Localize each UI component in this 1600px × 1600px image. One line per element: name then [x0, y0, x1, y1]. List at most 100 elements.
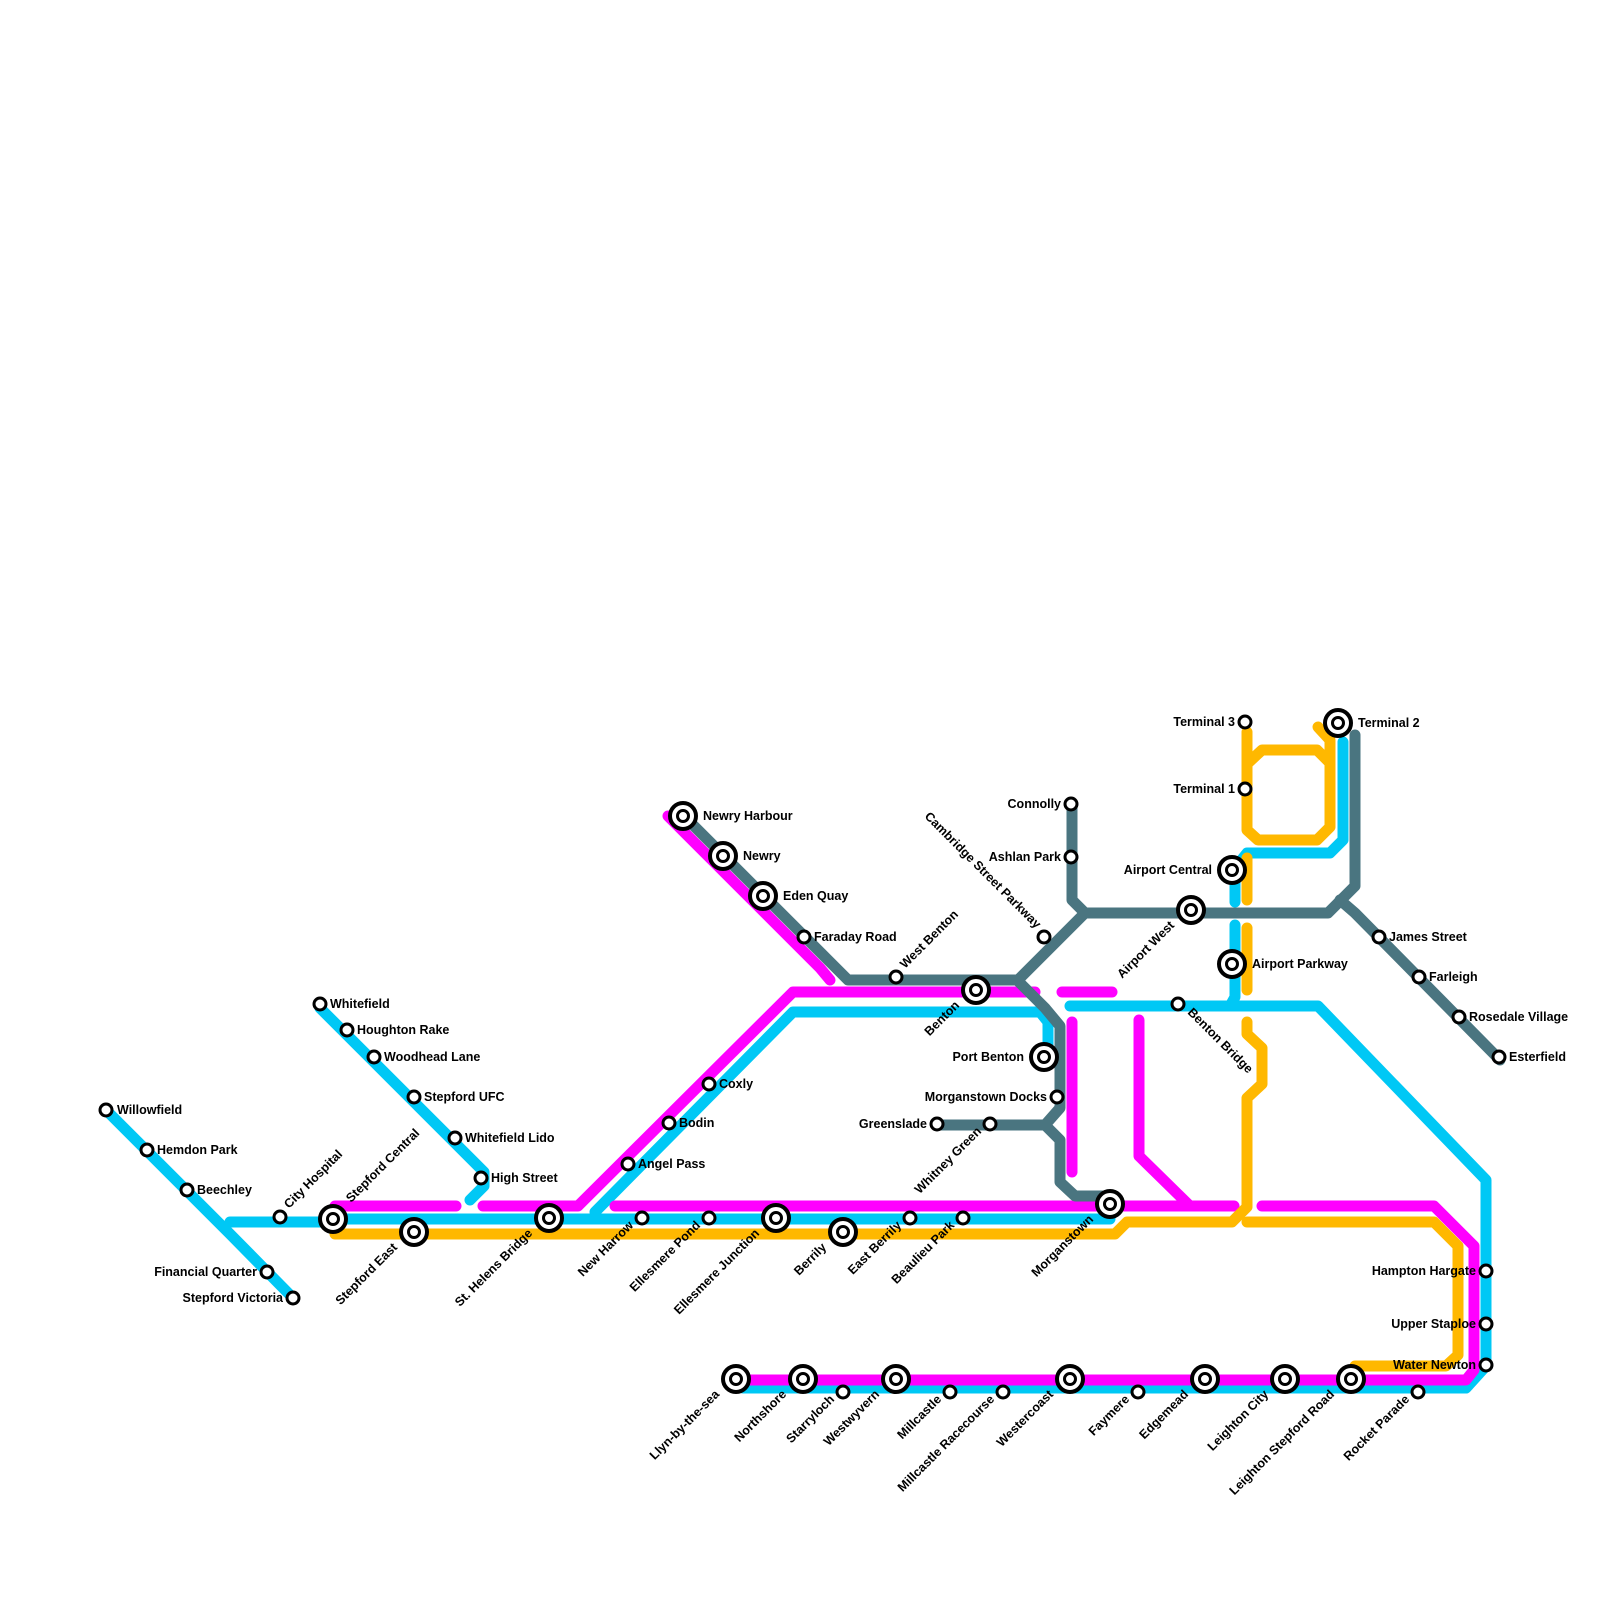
magenta-route-segment: [1133, 1014, 1196, 1212]
station-rocket-parade[interactable]: Rocket Parade: [1341, 1384, 1426, 1464]
station-label: Houghton Rake: [357, 1023, 449, 1037]
stop-marker: [366, 1049, 382, 1065]
station-label: Terminal 3: [1173, 715, 1235, 729]
station-label: Farleigh: [1429, 970, 1478, 984]
interchange-inner-ring: [326, 1212, 340, 1226]
station-whitefield-lido[interactable]: Whitefield Lido: [447, 1130, 555, 1146]
interchange-inner-ring: [1225, 863, 1239, 877]
station-terminal-2[interactable]: Terminal 2: [1323, 708, 1420, 738]
interchange-inner-ring: [969, 983, 983, 997]
stop-marker: [1063, 796, 1079, 812]
stop-marker: [1451, 1009, 1467, 1025]
station-newry[interactable]: Newry: [708, 841, 781, 871]
station-west-benton[interactable]: West Benton: [888, 907, 961, 985]
station-farleigh[interactable]: Farleigh: [1411, 969, 1478, 985]
station-faraday-road[interactable]: Faraday Road: [796, 929, 897, 945]
interchange-inner-ring: [716, 849, 730, 863]
station-connolly[interactable]: Connolly: [1008, 796, 1079, 812]
station-label: Stepford Central: [343, 1126, 422, 1205]
station-label: Rocket Parade: [1341, 1392, 1412, 1463]
station-terminal-3[interactable]: Terminal 3: [1173, 714, 1253, 730]
stop-marker: [1478, 1263, 1494, 1279]
station-bodin[interactable]: Bodin: [661, 1115, 714, 1131]
station-james-street[interactable]: James Street: [1371, 929, 1468, 945]
station-upper-staploe[interactable]: Upper Staploe: [1391, 1316, 1494, 1332]
station-woodhead-lane[interactable]: Woodhead Lane: [366, 1049, 480, 1065]
slate-route-segment: [1039, 1119, 1121, 1202]
station-port-benton[interactable]: Port Benton: [952, 1042, 1059, 1072]
station-label: Hampton Hargate: [1372, 1264, 1476, 1278]
station-label: Whitney Green: [912, 1124, 984, 1196]
station-label: Terminal 1: [1173, 782, 1235, 796]
station-coxly[interactable]: Coxly: [701, 1076, 753, 1092]
station-hemdon-park[interactable]: Hemdon Park: [139, 1142, 238, 1158]
interchange-inner-ring: [1103, 1197, 1117, 1211]
stop-marker: [796, 929, 812, 945]
station-label: Whitefield Lido: [465, 1131, 555, 1145]
stop-marker: [995, 1384, 1011, 1400]
interchange-inner-ring: [889, 1372, 903, 1386]
station-label: Benton Bridge: [1185, 1005, 1256, 1076]
station-label: Leighton Stepford Road: [1227, 1387, 1338, 1498]
station-stepford-ufc[interactable]: Stepford UFC: [406, 1089, 505, 1105]
station-water-newton[interactable]: Water Newton: [1393, 1357, 1494, 1373]
stop-marker: [1063, 849, 1079, 865]
interchange-inner-ring: [1331, 716, 1345, 730]
station-label: Llyn-by-the-sea: [647, 1386, 723, 1462]
stop-marker: [285, 1290, 301, 1306]
stop-marker: [139, 1142, 155, 1158]
station-angel-pass[interactable]: Angel Pass: [620, 1156, 705, 1172]
station-houghton-rake[interactable]: Houghton Rake: [339, 1022, 449, 1038]
interchange-inner-ring: [729, 1372, 743, 1386]
station-label: Faraday Road: [814, 930, 897, 944]
station-terminal-1[interactable]: Terminal 1: [1173, 781, 1253, 797]
station-financial-quarter[interactable]: Financial Quarter: [154, 1264, 275, 1280]
station-label: Northshore: [732, 1387, 790, 1445]
station-ashlan-park[interactable]: Ashlan Park: [989, 849, 1079, 865]
station-greenslade[interactable]: Greenslade: [859, 1116, 945, 1132]
stop-marker: [701, 1210, 717, 1226]
yellow-route-segment: [329, 1016, 1268, 1240]
station-label: James Street: [1389, 930, 1468, 944]
station-newry-harbour[interactable]: Newry Harbour: [668, 801, 793, 831]
station-faymere[interactable]: Faymere: [1086, 1384, 1146, 1438]
station-beechley[interactable]: Beechley: [179, 1182, 252, 1198]
slate-route-segment: [1334, 894, 1506, 1066]
station-label: Beechley: [197, 1183, 252, 1197]
station-label: Newry Harbour: [703, 809, 793, 823]
station-llyn-by-the-sea[interactable]: Llyn-by-the-sea: [647, 1364, 751, 1462]
station-rosedale-village[interactable]: Rosedale Village: [1451, 1009, 1568, 1025]
station-label: Eden Quay: [783, 889, 848, 903]
station-hampton-hargate[interactable]: Hampton Hargate: [1372, 1263, 1494, 1279]
interchange-inner-ring: [1344, 1372, 1358, 1386]
station-airport-central[interactable]: Airport Central: [1124, 855, 1247, 885]
stop-marker: [888, 969, 904, 985]
station-label: Berrily: [791, 1240, 829, 1278]
station-esterfield[interactable]: Esterfield: [1491, 1049, 1566, 1065]
stop-marker: [312, 996, 328, 1012]
stop-marker: [942, 1384, 958, 1400]
station-whitefield[interactable]: Whitefield: [312, 996, 390, 1012]
interchange-inner-ring: [1278, 1372, 1292, 1386]
station-label: Financial Quarter: [154, 1265, 257, 1279]
station-high-street[interactable]: High Street: [473, 1170, 559, 1186]
interchange-inner-ring: [1184, 903, 1198, 917]
slate-route-segment: [1066, 798, 1091, 919]
stop-marker: [902, 1210, 918, 1226]
station-stepford-victoria[interactable]: Stepford Victoria: [183, 1290, 301, 1306]
station-label: Rosedale Village: [1469, 1010, 1568, 1024]
station-morganstown-docks[interactable]: Morganstown Docks: [925, 1089, 1065, 1105]
station-airport-parkway[interactable]: Airport Parkway: [1217, 949, 1348, 979]
station-berrily[interactable]: Berrily: [791, 1217, 858, 1278]
station-label: Newry: [743, 849, 781, 863]
yellow-route-segment: [1241, 1216, 1464, 1372]
station-label: Woodhead Lane: [384, 1050, 480, 1064]
station-label: New Harrow: [575, 1218, 636, 1279]
yellow-route-segment: [1241, 721, 1336, 846]
station-willowfield[interactable]: Willowfield: [98, 1102, 182, 1118]
station-eden-quay[interactable]: Eden Quay: [748, 881, 848, 911]
interchange-inner-ring: [1037, 1050, 1051, 1064]
station-millcastle-racecourse[interactable]: Millcastle Racecourse: [895, 1384, 1011, 1494]
magenta-route-segment: [477, 986, 1041, 1212]
station-label: Whitefield: [330, 997, 390, 1011]
